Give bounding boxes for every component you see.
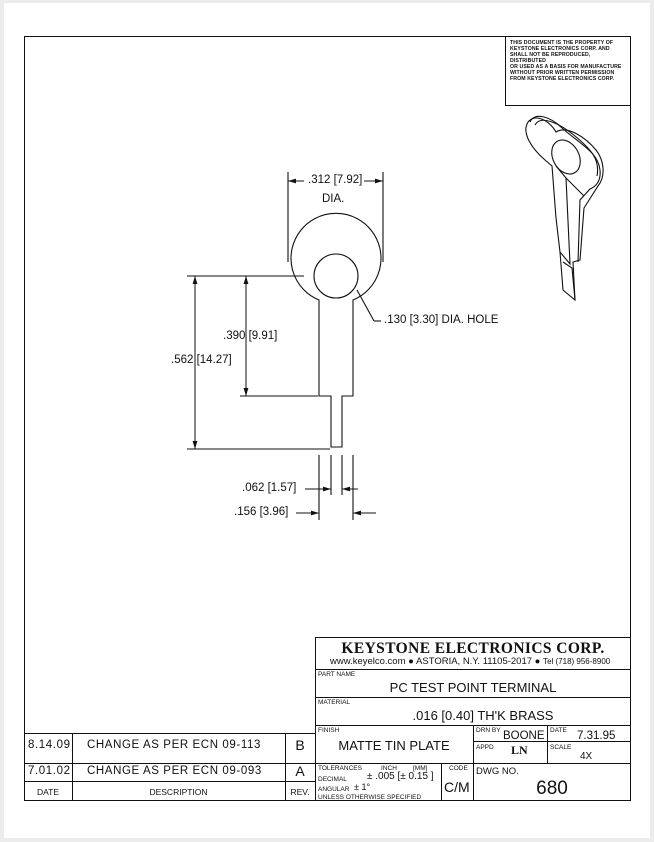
notice-line: SHALL NOT BE REPRODUCED, DISTRIBUTED [510,52,591,64]
drawing-border [24,36,631,801]
part-name-label: PART NAME [318,671,356,678]
angular-tolerance: ± 1° [354,782,371,792]
dia-label: DIA. [322,193,345,205]
scale: 4X [580,751,593,762]
material-label: MATERIAL [318,699,351,706]
hole-center-dim: .390 [9.91] [223,330,278,342]
code-value: C/M [444,779,470,795]
rev-letter: B [295,737,305,753]
rev-header-rev: REV. [290,787,310,797]
pin-width-dim: .062 [1.57] [242,482,297,494]
dwg-no-label: DWG NO. [476,766,519,777]
appd: LN [511,743,528,757]
rev-description: CHANGE AS PER ECN 09-113 [87,739,261,751]
company-name: KEYSTONE ELECTRONICS CORP. [341,640,605,657]
code-label: CODE [449,765,468,772]
rev-letter: A [295,763,305,779]
outer-diameter-dim: .312 [7.92] [308,174,363,186]
date-label: DATE [550,727,567,734]
material: .016 [0.40] TH'K BRASS [412,708,554,723]
mm-label: [MM] [413,765,428,772]
overall-length-dim: .562 [14.27] [171,354,232,366]
finish: MATTE TIN PLATE [338,738,450,753]
notice-line: WITHOUT PRIOR WRITTEN PERMISSION [510,70,615,76]
terminal-hole [313,253,359,299]
angular-label: ANGULAR [318,786,350,793]
isometric-view [525,115,604,302]
scale-label: SCALE [550,744,572,751]
rev-date: 8.14.09 [28,739,71,751]
drawing-number: 680 [536,778,568,799]
decimal-tolerance: ± .005 [± 0.15 ] [367,771,434,782]
body-width-dim: .156 [3.96] [234,506,289,518]
terminal-outline [290,212,382,448]
decimal-label: DECIMAL [318,776,347,783]
proprietary-notice: THIS DOCUMENT IS THE PROPERTY OF KEYSTON… [505,37,631,106]
rev-header-description: DESCRIPTION [149,787,208,797]
tolerances-label: TOLERANCES [318,765,362,772]
drn-by-label: DRN BY [476,727,501,734]
part-name: PC TEST POINT TERMINAL [389,680,557,695]
notice-line: OR USED AS A BASIS FOR MANUFACTURE [510,64,622,70]
rev-date: 7.01.02 [28,765,71,777]
company-contact: www.keyelco.com ● ASTORIA, N.Y. 11105-20… [330,656,611,667]
drn-by: BOONE [503,730,545,742]
hole-dim: .130 [3.30] DIA. HOLE [384,314,499,326]
finish-label: FINISH [318,727,340,734]
rev-description: CHANGE AS PER ECN 09-093 [87,765,262,777]
notice-line: FROM KEYSTONE ELECTRONICS CORP. [510,76,615,82]
rev-header-date: DATE [36,787,60,797]
unless-note: UNLESS OTHERWISE SPECIFIED [318,794,422,801]
website-link[interactable]: www.keyelco.com [330,656,406,667]
drawing-date: 7.31.95 [577,730,616,742]
appd-label: APPD [476,744,494,751]
inch-label: INCH [381,765,397,772]
notice-line: KEYSTONE ELECTRONICS CORP. AND [510,46,610,52]
notice-line: THIS DOCUMENT IS THE PROPERTY OF [510,40,614,46]
